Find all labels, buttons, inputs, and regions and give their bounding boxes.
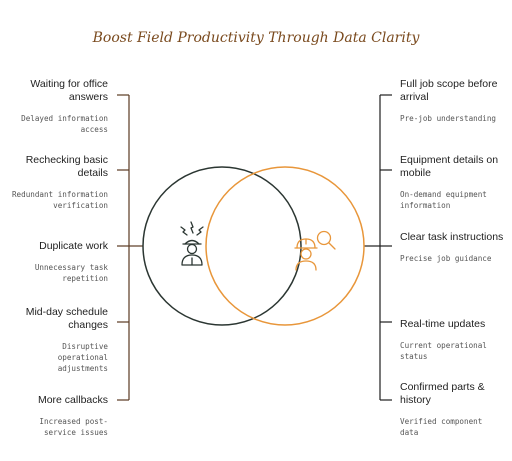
stressed-worker-icon: [180, 221, 204, 266]
right-circle: [205, 166, 365, 326]
right-item-3-heading: Clear task instructions: [400, 231, 504, 243]
right-item-5-description: Verified component data: [400, 417, 483, 437]
right-item-1: Full job scope before arrival Pre-job un…: [400, 78, 504, 124]
left-circle: [142, 166, 302, 326]
left-item-2-description: Redundant information verification: [11, 190, 108, 210]
right-item-4-description: Current operational status: [400, 341, 487, 361]
left-item-5-description: Increased post-service issues: [39, 417, 108, 437]
right-item-4-heading: Real-time updates: [400, 318, 486, 330]
left-item-4-description: Disruptive operational adjustments: [57, 342, 108, 373]
right-item-3-description: Precise job guidance: [400, 254, 492, 263]
right-item-1-heading: Full job scope before arrival: [400, 78, 498, 103]
left-item-3: Duplicate work Unnecessary task repetiti…: [10, 240, 108, 284]
left-item-5-heading: More callbacks: [37, 394, 108, 406]
left-item-2: Rechecking basic details Redundant infor…: [10, 154, 108, 211]
left-item-5: More callbacks Increased post-service is…: [10, 394, 108, 438]
left-bracket: [117, 94, 143, 401]
left-item-4-heading: Mid-day schedule changes: [25, 306, 108, 331]
right-item-4: Real-time updates Current operational st…: [400, 318, 504, 362]
right-item-2-description: On-demand equipment information: [400, 190, 487, 210]
left-item-3-heading: Duplicate work: [39, 240, 108, 252]
left-item-4: Mid-day schedule changes Disruptive oper…: [10, 306, 108, 374]
left-item-1: Waiting for office answers Delayed infor…: [10, 78, 108, 135]
right-item-2: Equipment details on mobile On-demand eq…: [400, 154, 504, 211]
left-item-1-heading: Waiting for office answers: [30, 78, 108, 103]
left-item-1-description: Delayed information access: [21, 114, 108, 134]
diagram-title: Boost Field Productivity Through Data Cl…: [92, 30, 420, 46]
right-item-5: Confirmed parts & history Verified compo…: [400, 381, 504, 438]
worker-search-icon: [294, 230, 336, 271]
left-item-2-heading: Rechecking basic details: [25, 154, 108, 179]
right-bracket: [364, 94, 392, 401]
right-item-2-heading: Equipment details on mobile: [400, 154, 499, 179]
right-item-3: Clear task instructions Precise job guid…: [400, 231, 504, 264]
right-item-1-description: Pre-job understanding: [400, 114, 497, 123]
right-item-5-heading: Confirmed parts & history: [400, 381, 485, 406]
left-item-3-description: Unnecessary task repetition: [34, 263, 108, 283]
